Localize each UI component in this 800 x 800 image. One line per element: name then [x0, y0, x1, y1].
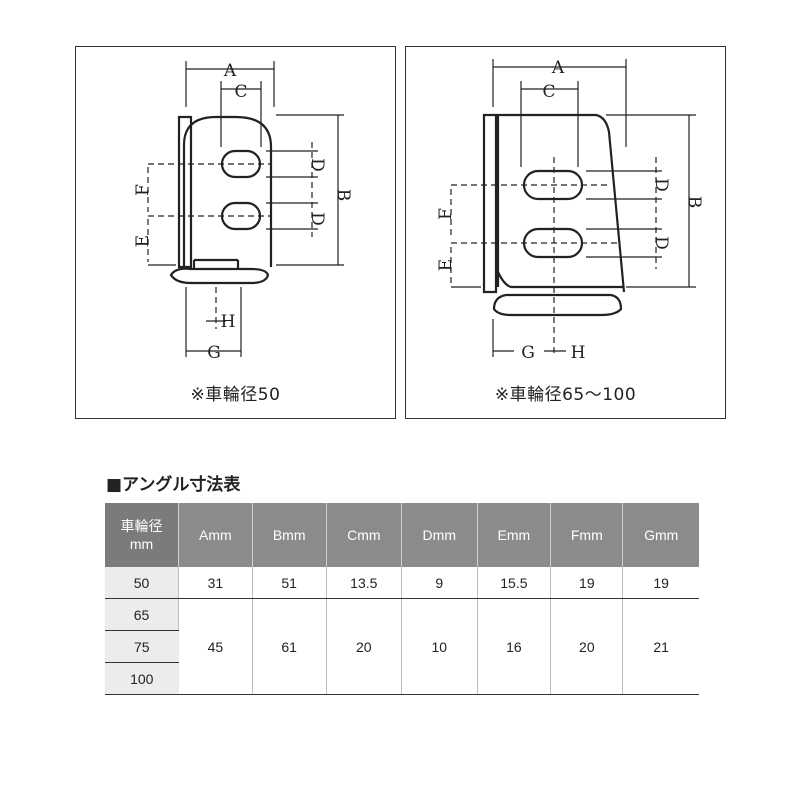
figure-wheel-65-100: A C B D D F E G H ※車輪径65～100	[405, 46, 726, 419]
header-wheel-diameter-label: 車輪径	[120, 518, 163, 534]
cell-size: 75	[105, 630, 179, 663]
dim-label-f: F	[133, 184, 153, 196]
dimension-table: 車輪径 mm Amm Bmm Cmm Dmm Emm Fmm Gmm 50 31…	[105, 503, 699, 695]
cell-g: 21	[622, 598, 699, 695]
header-e: Emm	[477, 503, 552, 567]
cell-c: 20	[326, 598, 403, 695]
dim-label-c: C	[542, 82, 555, 102]
cell-size: 50	[105, 567, 179, 599]
cell-c: 13.5	[326, 567, 403, 599]
figure-wheel-50: A C B D D F E H G ※車輪径50	[75, 46, 396, 419]
dim-label-d-upper: D	[651, 178, 671, 192]
cell-a: 45	[178, 598, 253, 695]
dim-label-d-lower: D	[651, 236, 671, 250]
cell-a: 31	[178, 567, 253, 599]
header-c: Cmm	[326, 503, 403, 567]
cell-b: 61	[252, 598, 327, 695]
header-a: Amm	[178, 503, 253, 567]
table-row: 75	[105, 630, 699, 663]
table-row: 100	[105, 662, 699, 695]
cell-b: 51	[252, 567, 327, 599]
dim-label-c: C	[234, 82, 247, 102]
header-wheel-diameter-unit: mm	[129, 536, 154, 552]
cell-size: 65	[105, 598, 179, 631]
dim-label-g: G	[521, 343, 535, 363]
dim-label-e: E	[133, 235, 153, 247]
dim-label-g: G	[207, 343, 221, 363]
dim-label-f: F	[436, 208, 456, 220]
cell-f: 19	[550, 567, 624, 599]
table-row: 50 31 51 13.5 9 15.5 19 19	[105, 567, 699, 599]
cell-size: 100	[105, 662, 179, 695]
table-row: 65 45 61 20 10 16 20 21	[105, 598, 699, 695]
dim-label-h: H	[221, 312, 236, 332]
cell-e: 15.5	[477, 567, 552, 599]
header-f: Fmm	[550, 503, 624, 567]
cell-d: 9	[401, 567, 478, 599]
table-header-row: 車輪径 mm Amm Bmm Cmm Dmm Emm Fmm Gmm	[105, 503, 699, 567]
dim-label-h: H	[571, 343, 586, 363]
angle-bracket-diagram-65-100: A C B D D F E G H	[436, 58, 704, 363]
table-title: ■アングル寸法表	[106, 475, 241, 495]
dim-label-e: E	[436, 259, 456, 271]
dim-label-b: B	[333, 189, 353, 202]
header-b: Bmm	[252, 503, 327, 567]
angle-bracket-diagram-50: A C B D D F E H G	[133, 61, 353, 363]
dim-label-a: A	[551, 58, 565, 78]
header-g: Gmm	[622, 503, 699, 567]
cell-d: 10	[401, 598, 478, 695]
dim-label-b: B	[684, 196, 704, 209]
cell-f: 20	[550, 598, 624, 695]
dim-label-d-lower: D	[307, 212, 327, 226]
dim-label-d-upper: D	[307, 158, 327, 172]
cell-e: 16	[477, 598, 552, 695]
cell-g: 19	[622, 567, 699, 599]
dim-label-a: A	[223, 61, 237, 81]
figure-caption: ※車輪径65～100	[494, 385, 637, 405]
header-d: Dmm	[401, 503, 478, 567]
header-wheel-diameter: 車輪径 mm	[105, 503, 179, 567]
figure-caption: ※車輪径50	[190, 385, 281, 405]
